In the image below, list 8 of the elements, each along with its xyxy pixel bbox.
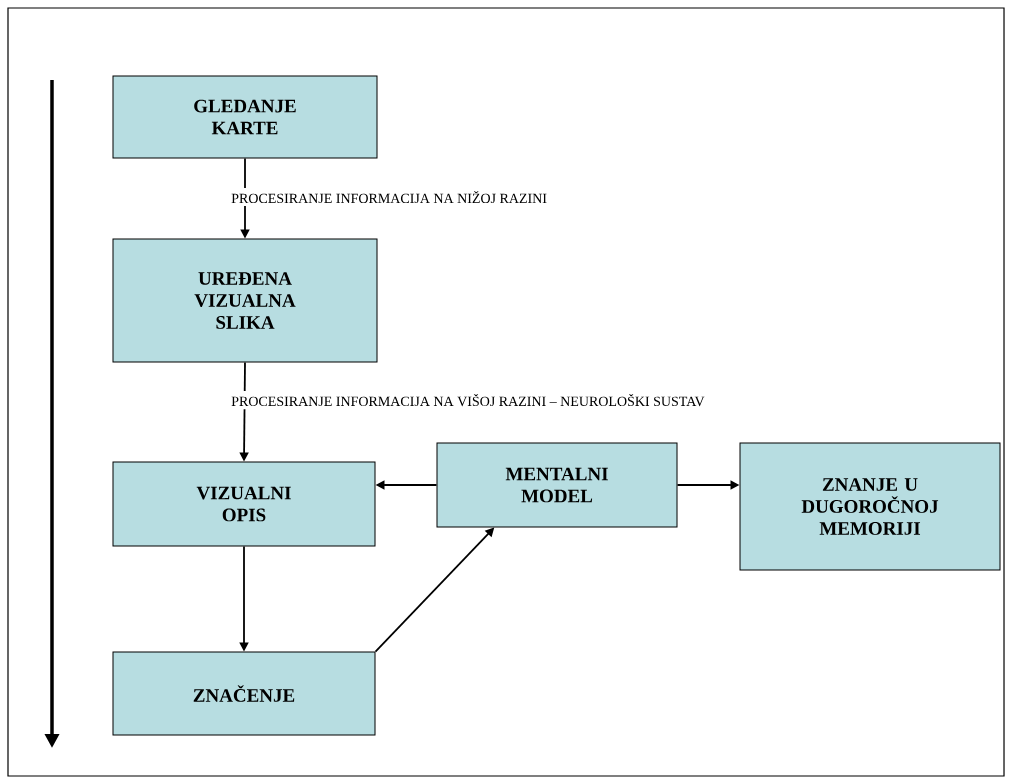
process-box: UREĐENA VIZUALNA SLIKA <box>112 238 378 363</box>
edge-label: PROCESIRANJE INFORMACIJA NA VIŠOJ RAZINI – NEUROLOŠKI SUSTAV <box>228 390 708 410</box>
process-box: MENTALNI MODEL <box>436 442 678 528</box>
process-box: ZNAČENJE <box>112 651 376 736</box>
process-box: ZNANJE U DUGOROČNOJ MEMORIJI <box>739 442 1001 571</box>
process-box: GLEDANJE KARTE <box>112 75 378 159</box>
edge-label: PROCESIRANJE INFORMACIJA NA NIŽOJ RAZINI <box>228 187 550 207</box>
process-box: VIZUALNI OPIS <box>112 461 376 547</box>
